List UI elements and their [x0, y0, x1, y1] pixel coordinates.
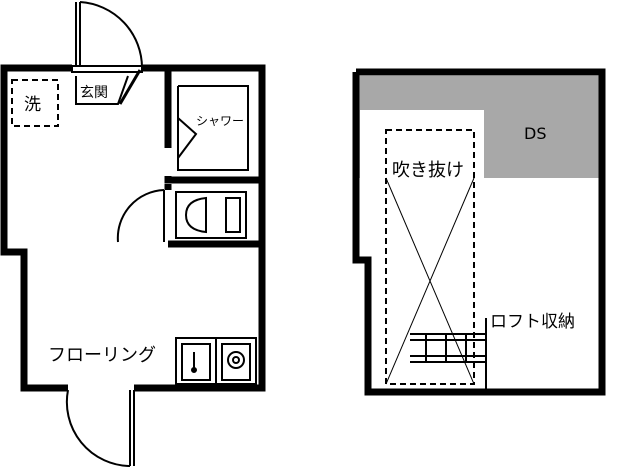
toilet-room-walls: [164, 184, 262, 248]
flooring-label: フローリング: [48, 345, 156, 366]
entrance-area: [75, 75, 129, 105]
toilet-icon: [175, 191, 247, 239]
top-door: [71, 1, 144, 73]
laundry-space: [11, 79, 59, 127]
toilet-door: [116, 189, 165, 243]
kitchen-counter: [175, 337, 257, 385]
ds-label: DS: [524, 124, 546, 143]
loft-exterior-walls: [352, 68, 606, 396]
loft-storage-label: ロフト収納: [490, 312, 575, 332]
void-label-bg: [388, 156, 470, 182]
void-label: 吹き抜け: [392, 160, 464, 181]
void-cross-line: [385, 177, 475, 385]
main-floor-plan: 洗 玄関 シャワー: [0, 1, 266, 467]
exterior-walls: [0, 64, 266, 392]
loft-floor-plan: DS 吹き抜け ロフト収納: [352, 68, 606, 396]
shower-unit: [177, 85, 249, 171]
bottom-door: [65, 389, 135, 467]
loft-storage-floor: [484, 180, 600, 386]
sink-icon: [181, 343, 211, 381]
laundry-label: 洗: [24, 95, 41, 115]
void-area: [385, 129, 475, 385]
shower-label: シャワー: [196, 114, 244, 128]
shower-room-walls: [164, 70, 262, 184]
entrance-diagonal-wall: [118, 69, 142, 105]
loft-ladder: [410, 318, 487, 390]
stove-icon: [221, 343, 251, 381]
entrance-label: 玄関: [80, 84, 108, 101]
